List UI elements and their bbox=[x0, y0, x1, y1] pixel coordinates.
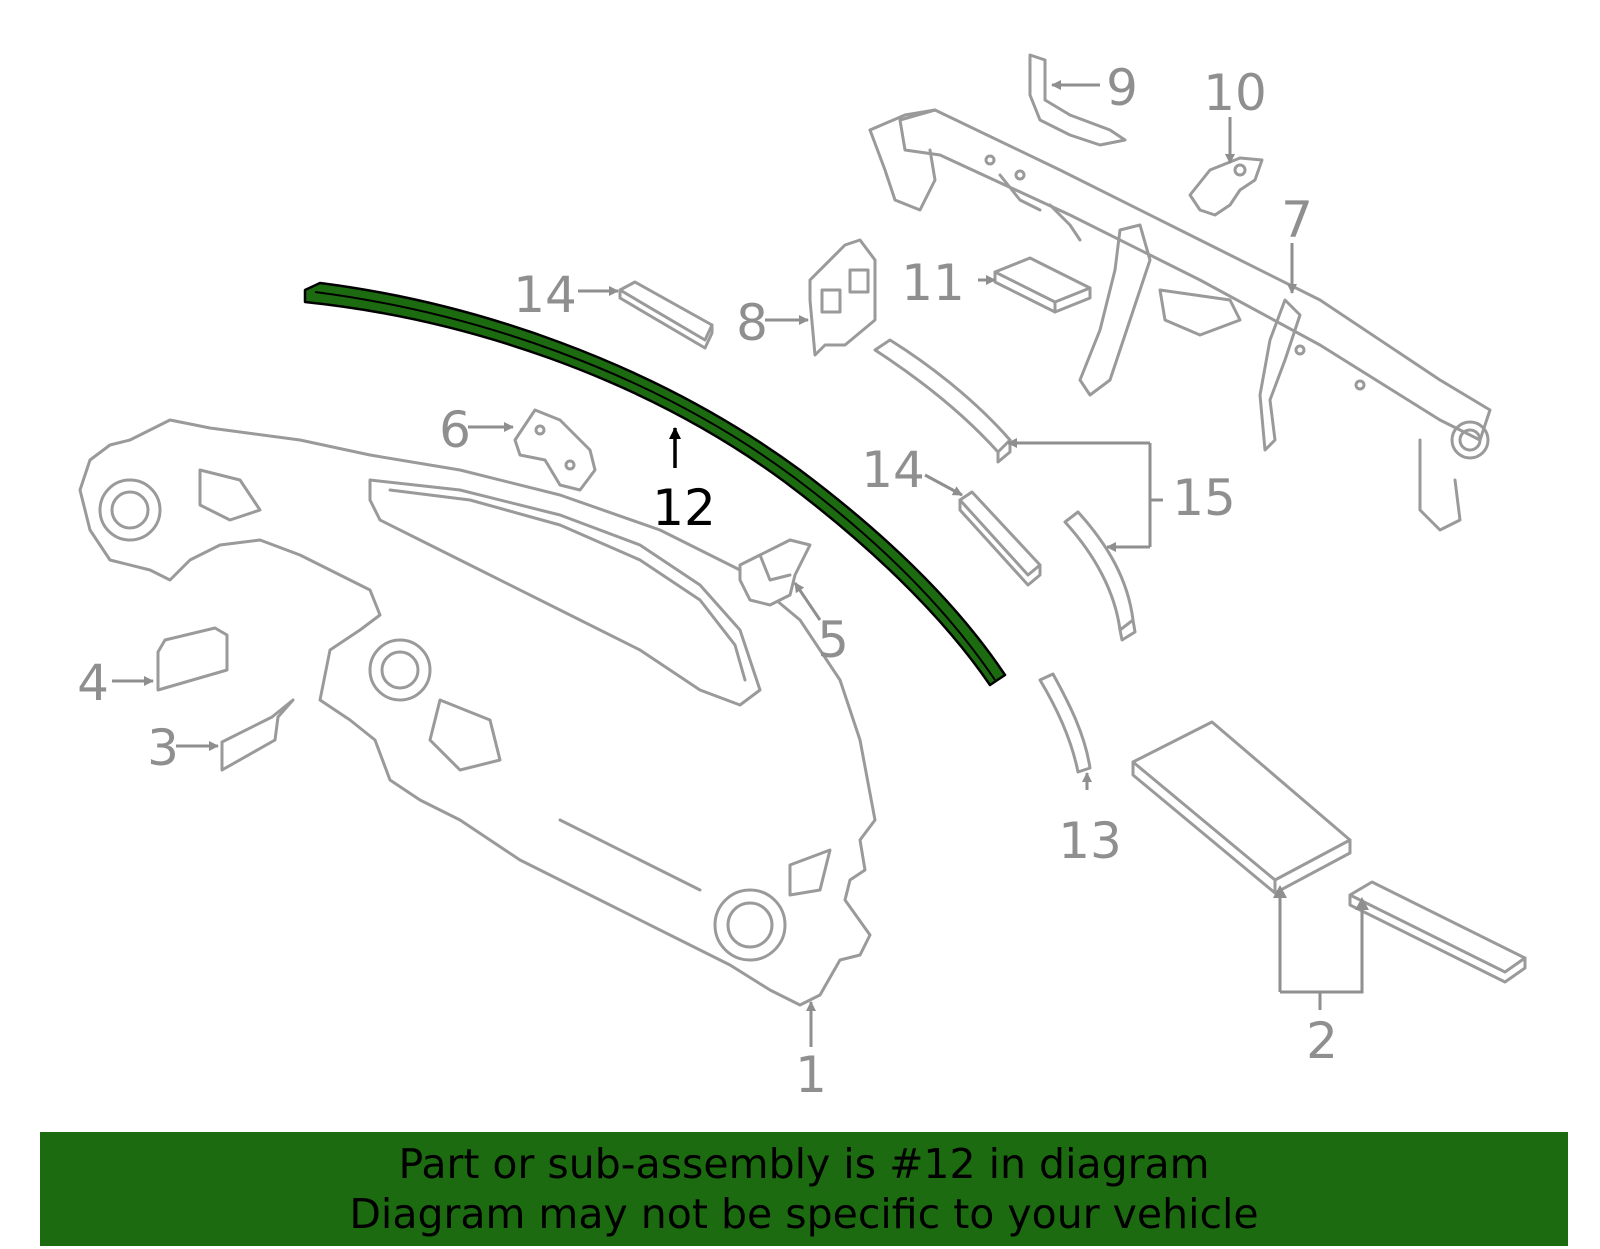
callout-2[interactable]: 2 bbox=[1306, 1012, 1338, 1070]
part-4-bracket[interactable] bbox=[156, 626, 229, 692]
cross-car-beam[interactable] bbox=[868, 108, 1492, 532]
callout-8[interactable]: 8 bbox=[736, 294, 768, 352]
callout-3[interactable]: 3 bbox=[147, 719, 179, 777]
part-11-pad[interactable] bbox=[993, 256, 1092, 314]
callout-11[interactable]: 11 bbox=[901, 254, 965, 312]
part-3-bracket[interactable] bbox=[220, 698, 295, 772]
callout-labels: 1 2 3 4 5 6 7 8 9 10 11 12 13 14 14 15 bbox=[77, 59, 1338, 1104]
part-10-clip[interactable] bbox=[1188, 156, 1264, 217]
part-9-bracket[interactable] bbox=[1028, 53, 1127, 147]
callout-12-highlighted[interactable]: 12 bbox=[652, 479, 716, 537]
callout-5[interactable]: 5 bbox=[817, 611, 849, 669]
part-2-pads[interactable] bbox=[1131, 720, 1527, 984]
part-6-bracket[interactable] bbox=[513, 408, 597, 492]
banner-line-disclaimer: Diagram may not be specific to your vehi… bbox=[349, 1190, 1259, 1238]
callout-6[interactable]: 6 bbox=[439, 401, 471, 459]
callout-15[interactable]: 15 bbox=[1172, 469, 1236, 527]
callout-10[interactable]: 10 bbox=[1203, 64, 1267, 122]
callout-7[interactable]: 7 bbox=[1281, 191, 1313, 249]
part-8-bracket[interactable] bbox=[808, 238, 877, 357]
callout-4[interactable]: 4 bbox=[77, 654, 109, 712]
callout-1[interactable]: 1 bbox=[795, 1046, 827, 1104]
callout-13[interactable]: 13 bbox=[1058, 812, 1122, 870]
part-12-highlighted-duct[interactable] bbox=[303, 281, 1007, 687]
callout-14-upper[interactable]: 14 bbox=[513, 266, 577, 324]
banner-line-part: Part or sub-assembly is #12 in diagram bbox=[398, 1140, 1210, 1188]
part-14-lower-pad[interactable] bbox=[958, 490, 1042, 587]
leader-lines bbox=[112, 80, 1369, 1047]
info-banner: Part or sub-assembly is #12 in diagram D… bbox=[40, 1132, 1568, 1246]
callout-9[interactable]: 9 bbox=[1106, 59, 1138, 117]
part-1-instrument-panel[interactable] bbox=[78, 418, 877, 1007]
part-5-bracket[interactable] bbox=[738, 538, 812, 607]
part-13-duct[interactable] bbox=[1038, 672, 1092, 774]
callout-14-lower[interactable]: 14 bbox=[861, 441, 925, 499]
part-14-upper-pad[interactable] bbox=[618, 280, 714, 350]
